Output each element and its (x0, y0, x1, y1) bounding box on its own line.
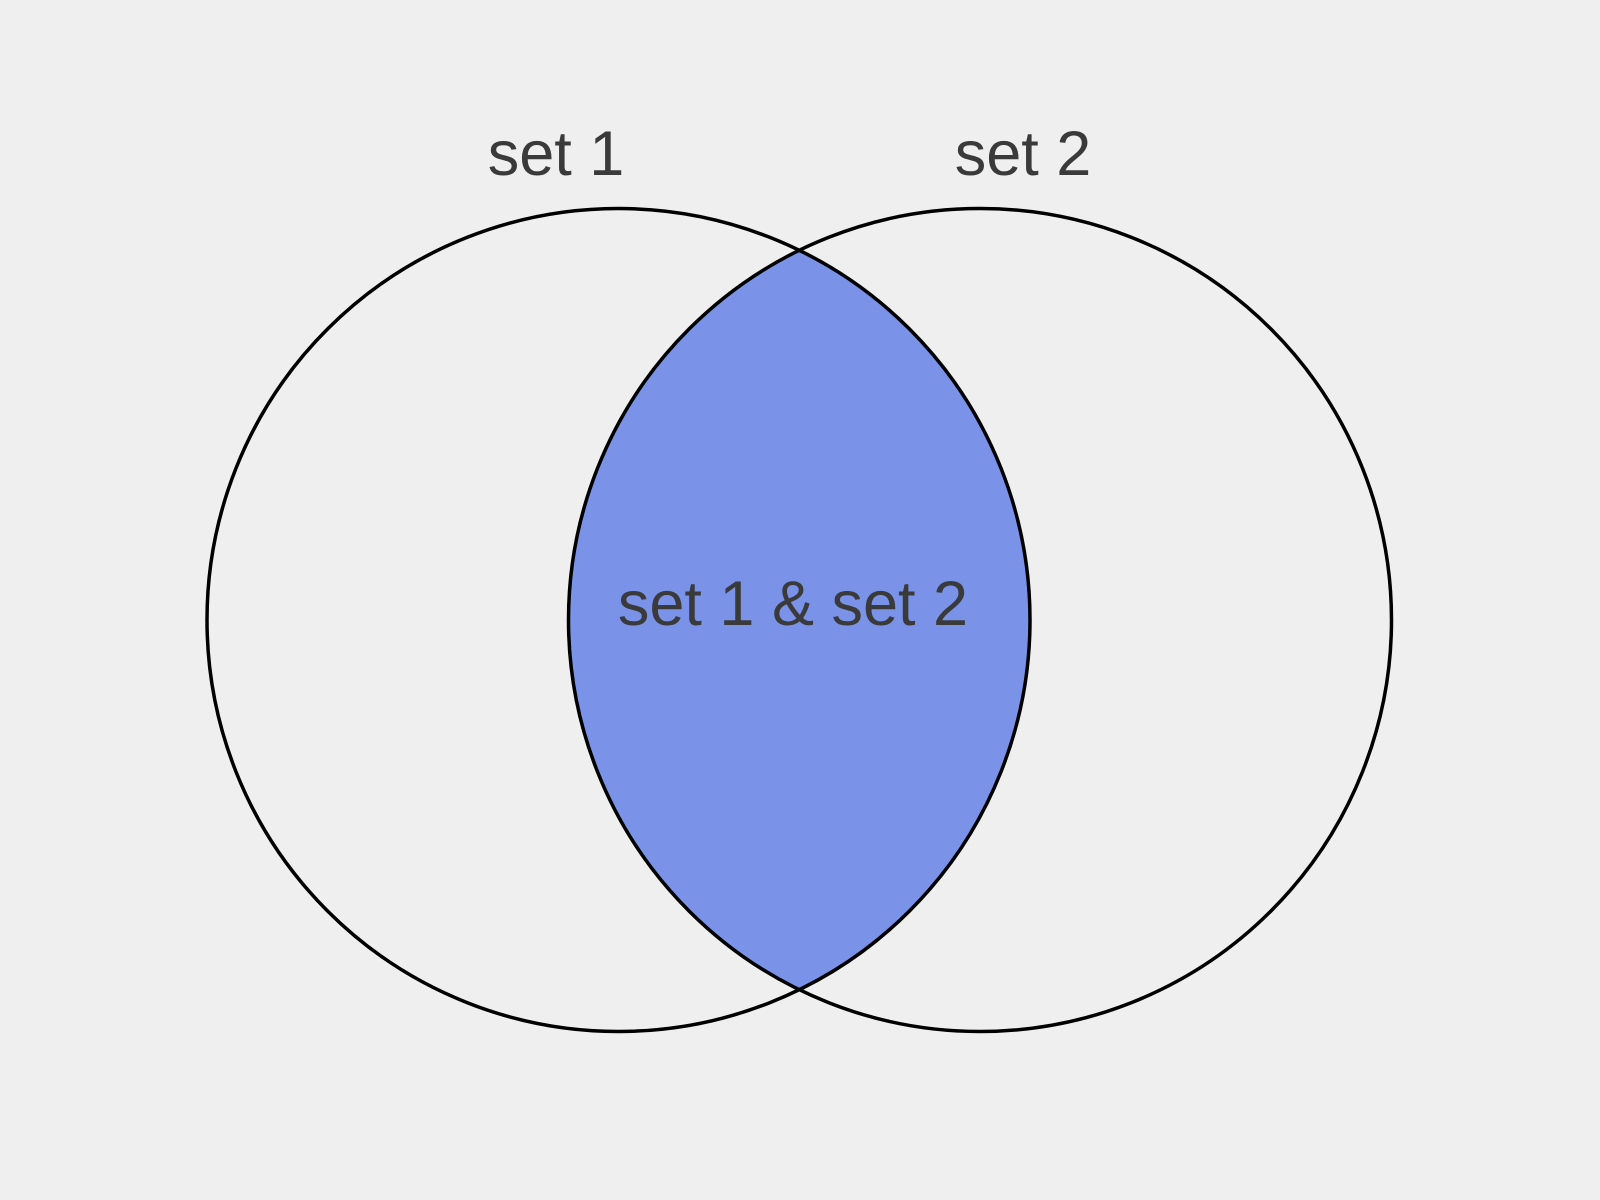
set2-circle (566, 206, 1394, 1034)
intersection-region (568, 250, 1031, 990)
set2-label: set 2 (955, 119, 1092, 189)
set1-label: set 1 (488, 119, 625, 189)
set1-circle (205, 206, 1032, 1034)
intersection-label: set 1 & set 2 (618, 569, 968, 639)
